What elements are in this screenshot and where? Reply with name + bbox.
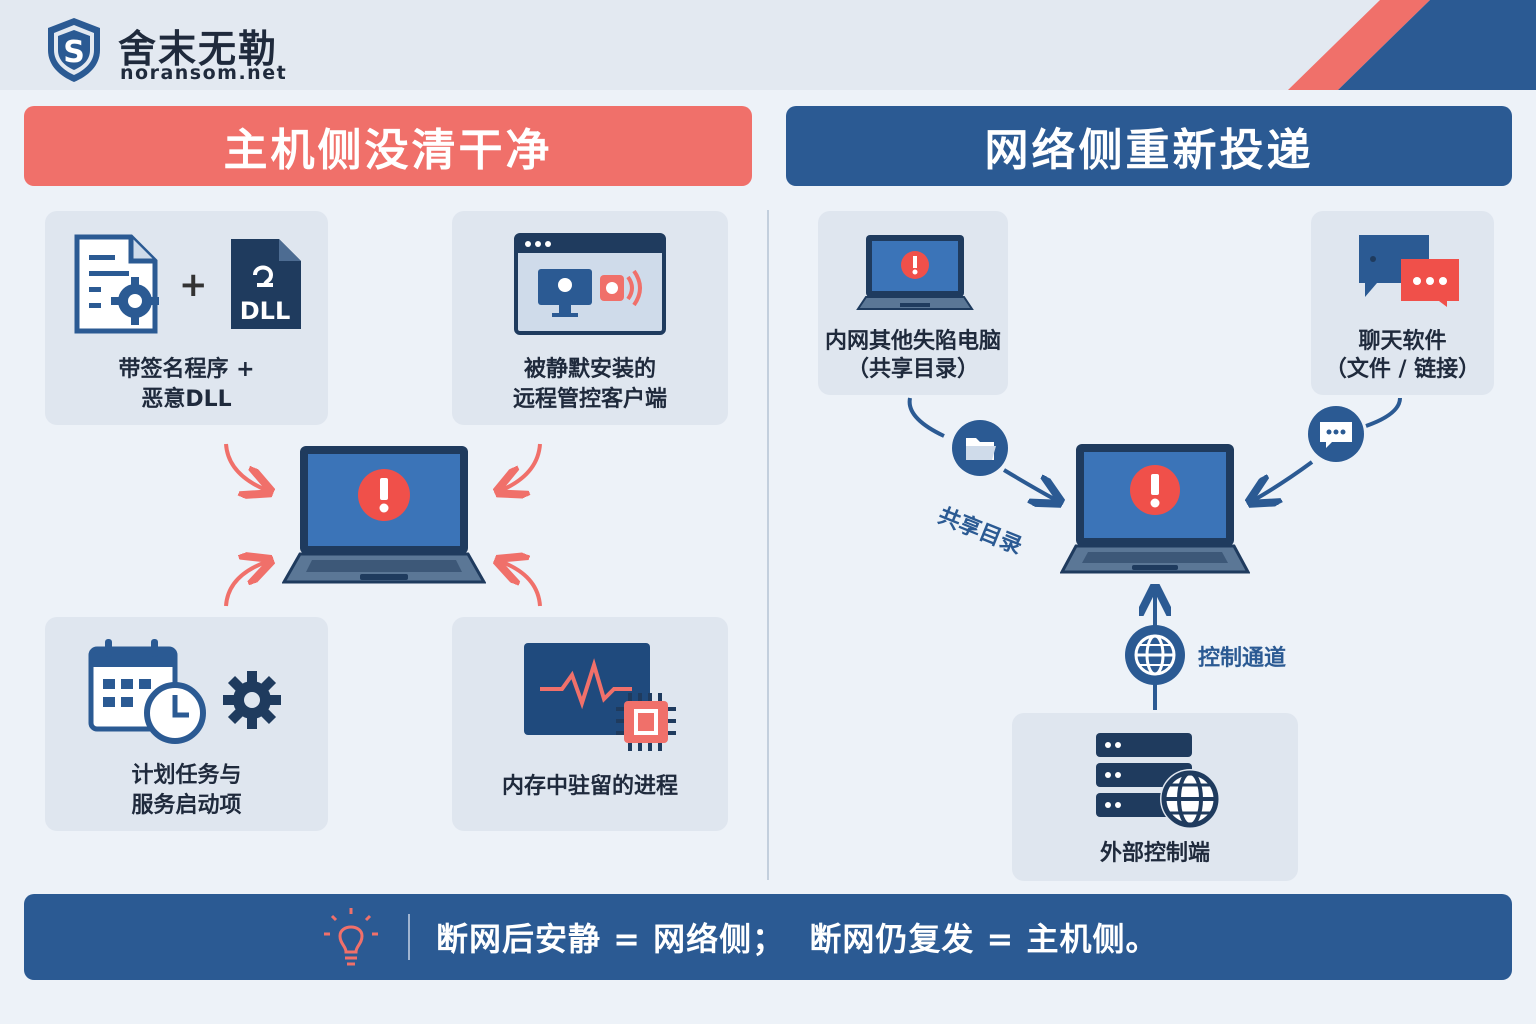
- shield-logo-icon: S: [48, 18, 100, 82]
- brand-url: noransom.net: [120, 62, 288, 84]
- card-label-line1: 被静默安装的: [523, 357, 656, 382]
- remote-desktop-window-icon: [514, 233, 666, 335]
- edge-label-shared-folder: 共享目录: [934, 503, 1026, 560]
- chat-bubbles-icon: [1359, 235, 1459, 307]
- chat-icon: [1308, 406, 1364, 462]
- host-side-title: 主机侧没清干净: [223, 125, 553, 176]
- edge-label-control-channel: 控制通道: [1198, 646, 1287, 671]
- brand-name: 舍末无勒: [118, 27, 279, 71]
- card-external-controller: 外部控制端: [1012, 713, 1298, 881]
- dll-text: DLL: [240, 297, 291, 325]
- card-label-line1: 外部控制端: [1099, 841, 1210, 866]
- header-band: [0, 0, 1536, 90]
- panel-divider: [767, 210, 769, 880]
- card-label-line2: （文件 / 链接）: [1324, 357, 1481, 382]
- card-remote-client: 被静默安装的 远程管控客户端: [452, 211, 728, 425]
- card-intranet-computers: 内网其他失陷电脑 （共享目录）: [818, 211, 1008, 395]
- card-label-line2: 恶意DLL: [141, 387, 232, 412]
- arrow-card2-to-laptop: [502, 443, 542, 490]
- arrow-card3-to-laptop: [224, 562, 266, 607]
- arrow-shared-folder: [907, 397, 1056, 500]
- signed-document-gear-icon: [74, 234, 159, 334]
- card-label-line1: 内网其他失陷电脑: [824, 329, 1001, 354]
- server-globe-icon: [1096, 733, 1220, 829]
- memory-process-chip-icon: [524, 643, 676, 751]
- arrow-card1-to-laptop: [224, 443, 266, 490]
- infected-laptop-icon: [856, 235, 974, 310]
- card-label-line2: 服务启动项: [131, 793, 242, 818]
- svg-text:S: S: [63, 35, 85, 70]
- card-memory-process: 内存中驻留的进程: [452, 617, 728, 831]
- footer-separator: [408, 914, 410, 960]
- network-side-title: 网络侧重新投递: [984, 125, 1314, 176]
- card-label-line1: 带签名程序 +: [118, 357, 255, 382]
- card-label-line1: 聊天软件: [1358, 329, 1447, 354]
- folder-icon: [952, 420, 1008, 476]
- arrow-card4-to-laptop: [502, 562, 542, 607]
- arrow-chat: [1254, 397, 1402, 500]
- footer-bar: 断网后安静 = 网络侧； 断网仍复发 = 主机侧。: [24, 894, 1512, 980]
- card-label-line2: 远程管控客户端: [512, 387, 667, 412]
- infected-laptop-icon: [1060, 444, 1250, 574]
- lightbulb-icon: [324, 908, 378, 966]
- card-label-line2: （共享目录）: [846, 357, 979, 382]
- infected-laptop-icon: [282, 446, 486, 584]
- footer-summary: 断网后安静 = 网络侧； 断网仍复发 = 主机侧。: [436, 920, 1159, 958]
- card-label-line1: 内存中驻留的进程: [501, 774, 678, 799]
- card-signed-program-dll: + DLL 带签名程序 + 恶意DLL: [45, 211, 328, 425]
- globe-icon: [1125, 625, 1185, 685]
- host-side-banner: 主机侧没清干净: [24, 106, 752, 186]
- gear-icon: [223, 671, 281, 729]
- card-chat-software: 聊天软件 （文件 / 链接）: [1311, 211, 1494, 395]
- card-label-line1: 计划任务与: [131, 763, 242, 788]
- network-side-banner: 网络侧重新投递: [786, 106, 1512, 186]
- dll-file-icon: DLL: [231, 239, 301, 329]
- plus-sign: +: [179, 265, 208, 305]
- corner-stripes: [1288, 0, 1536, 90]
- card-scheduled-tasks: 计划任务与 服务启动项: [45, 617, 328, 831]
- calendar-clock-icon: [88, 639, 206, 744]
